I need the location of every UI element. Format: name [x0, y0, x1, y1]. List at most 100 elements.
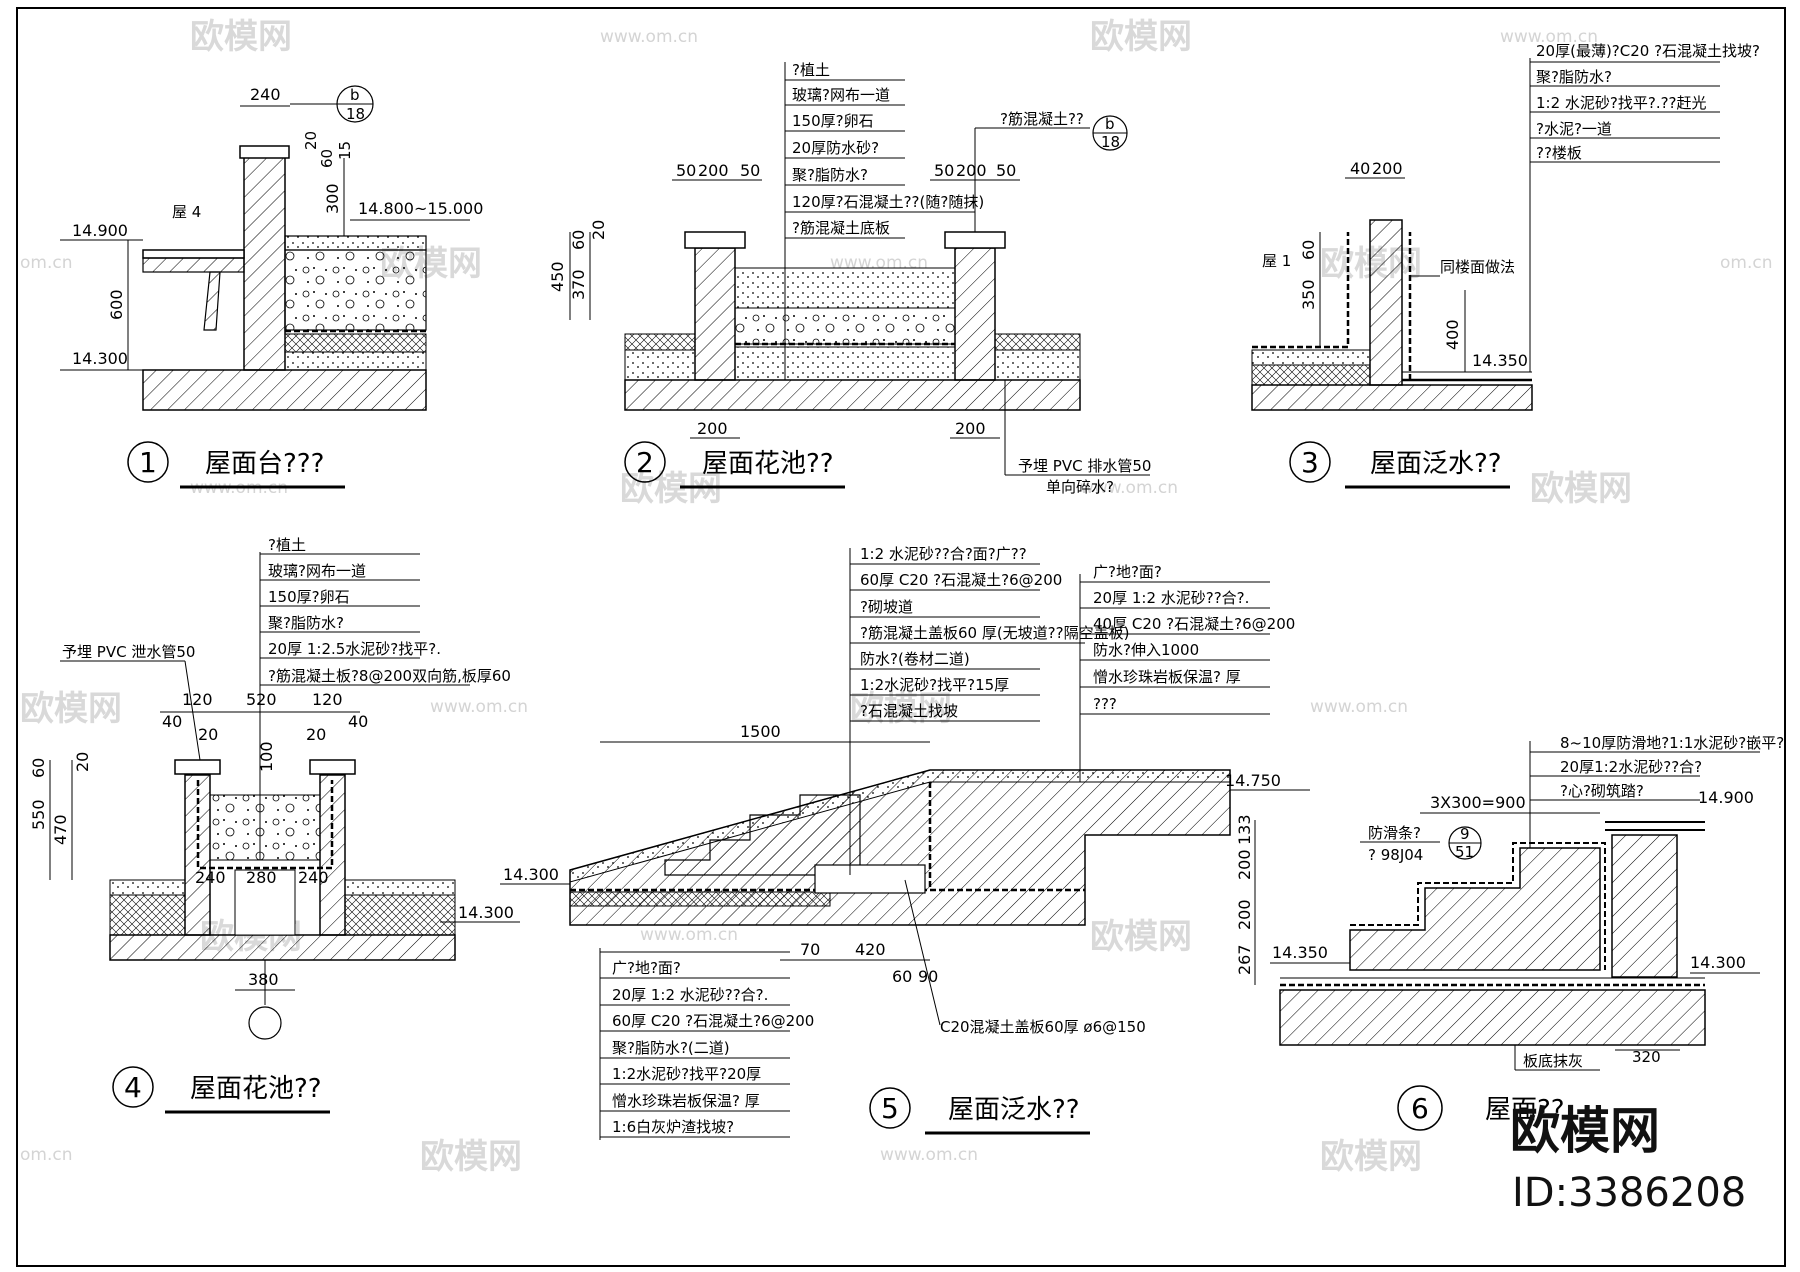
dim-label: 60	[318, 149, 336, 168]
detail-number: 6	[1411, 1092, 1429, 1125]
note: 玻璃?网布一道	[792, 86, 890, 104]
dim-label: 600	[107, 289, 126, 320]
dim-label: 200	[697, 419, 728, 438]
note: 20厚 1:2.5水泥砂?找平?.	[268, 640, 441, 658]
dim-label: 320	[1632, 1048, 1661, 1066]
note: 防水?(卷材二道)	[860, 650, 970, 668]
watermark-brand: 欧模网	[620, 469, 722, 509]
watermark-site: www.om.cn	[880, 1145, 978, 1165]
note: 20厚 1:2 水泥砂??合?.	[1093, 589, 1249, 607]
note: ?筋混凝土盖板60 厚(无坡道??隔空盖板)	[860, 624, 1129, 642]
brand-name: 欧模网	[1510, 1102, 1660, 1160]
dim-label: 240	[250, 85, 281, 104]
dim-label: 20	[589, 220, 608, 240]
elev-label: 14.900	[1698, 788, 1754, 807]
dim-label: 370	[569, 269, 588, 300]
callout-label: 予埋 PVC 排水管50	[1018, 457, 1151, 475]
dim-label: 50	[934, 161, 954, 180]
note: 60厚 C20 ?石混凝土?6@200	[612, 1012, 814, 1030]
elev-label: 14.750	[1225, 771, 1281, 790]
callout-label: ?筋混凝土??	[1000, 110, 1084, 128]
watermark-brand: 欧模网	[1090, 917, 1192, 957]
bubble-top: b	[1105, 115, 1115, 133]
watermark-brand: 欧模网	[420, 1137, 522, 1177]
watermark-brand: 欧模网	[1320, 1137, 1422, 1177]
elev-label: 14.300	[72, 349, 128, 368]
note: 20厚1:2水泥砂??合?	[1560, 758, 1702, 776]
dim-label: 20	[306, 725, 326, 744]
note: 广?地?面?	[1093, 563, 1162, 581]
detail-number: 5	[881, 1092, 899, 1125]
dim-label: 60	[892, 967, 912, 986]
dim-label: 380	[248, 970, 279, 989]
dim-label: 3X300=900	[1430, 793, 1526, 812]
detail-title: 屋面泛水??	[948, 1095, 1080, 1125]
elev-label: 14.300	[503, 865, 559, 884]
watermark-brand: 欧模网	[1090, 17, 1192, 57]
detail-2: ?植土 玻璃?网布一道 150厚?卵石 20厚防水砂? 聚?脂防水? 120厚?…	[548, 61, 1151, 496]
note: ?筋混凝土底板	[792, 219, 890, 237]
dim-label: 240	[298, 868, 329, 887]
dim-label: 40	[162, 712, 182, 731]
dim-label: 50	[676, 161, 696, 180]
detail-number: 2	[636, 446, 654, 479]
dim-label: 200	[698, 161, 729, 180]
dim-label: 120	[182, 690, 213, 709]
note: 150厚?卵石	[268, 588, 350, 606]
note: 150厚?卵石	[792, 112, 874, 130]
dim-label: 240	[195, 868, 226, 887]
dim-label: 50	[996, 161, 1016, 180]
dim-label: 520	[246, 690, 277, 709]
bubble-top: b	[350, 86, 360, 104]
dim-label: 470	[51, 814, 70, 845]
note: ???	[1093, 695, 1117, 713]
dim-label: 267	[1235, 944, 1254, 975]
brand-id: ID:3386208	[1512, 1170, 1746, 1216]
detail-title: 屋面??	[1485, 1095, 1565, 1125]
sheet-frame	[16, 7, 1786, 1267]
dim-label: 133	[1235, 814, 1254, 845]
dim-label: 280	[246, 868, 277, 887]
dim-label: 20	[73, 752, 92, 772]
note: ?筋混凝土板?8@200双向筋,板厚60	[268, 667, 511, 685]
dim-label: 200	[956, 161, 987, 180]
note: ?植土	[792, 61, 830, 79]
dim-label: 15	[336, 141, 354, 160]
watermark-site: www.om.cn	[1500, 27, 1598, 47]
dim-label: 60	[29, 758, 48, 778]
dim-label: 20	[302, 131, 320, 150]
watermark-short: om.cn	[20, 253, 73, 273]
note: ?砌坡道	[860, 598, 913, 616]
callout-label: ? 98J04	[1368, 846, 1423, 864]
brand-logo: 欧模网 ID:3386208	[1510, 1102, 1746, 1216]
watermark-brand: 欧模网	[850, 689, 952, 729]
callout-label: 单向碎水?	[1046, 478, 1114, 496]
dim-label: 350	[1299, 279, 1318, 310]
note: 聚?脂防水?	[792, 166, 868, 184]
dim-label: 200	[955, 419, 986, 438]
dim-label: 420	[855, 940, 886, 959]
note: 1:2 水泥砂??合?面?广??	[860, 545, 1027, 563]
watermark-short: om.cn	[1720, 253, 1773, 273]
dim-label: 50	[740, 161, 760, 180]
note: 玻璃?网布一道	[268, 562, 366, 580]
note: 广?地?面?	[612, 959, 681, 977]
bubble-bottom: 51	[1455, 843, 1474, 861]
bubble-bottom: 18	[1101, 133, 1120, 151]
dim-label: 20	[198, 725, 218, 744]
note: 60厚 C20 ?石混凝土?6@200	[860, 571, 1062, 589]
callout-label: 板底抹灰	[1523, 1052, 1583, 1070]
note: 聚?脂防水?(二道)	[612, 1039, 730, 1057]
elev-label: 14.350	[1272, 943, 1328, 962]
dim-label: 60	[569, 230, 588, 250]
room-label: 屋 1	[1262, 252, 1291, 270]
note: 防水?伸入1000	[1093, 641, 1199, 659]
note: ?植土	[268, 536, 306, 554]
note: 1:2水泥砂?找平?15厚	[860, 676, 1009, 694]
note: 8~10厚防滑地?1:1水泥砂?嵌平?	[1560, 734, 1784, 752]
bubble-top: 9	[1460, 825, 1470, 843]
watermark-site: www.om.cn	[600, 27, 698, 47]
dim-label: 60	[1299, 240, 1318, 260]
note: 憎水珍珠岩板保温? 厚	[1093, 668, 1241, 686]
